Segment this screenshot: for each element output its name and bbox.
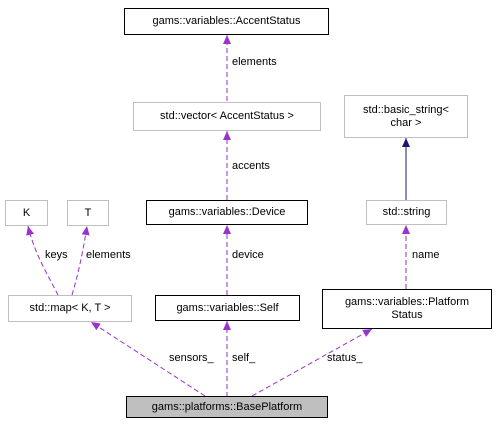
node-string-label: std::string [382,206,431,218]
node-base-platform-label: gams::platforms::BasePlatform [151,400,303,413]
node-platform-status-label-line1: gams::variables::Platform [344,296,470,308]
node-k-label: K [22,206,31,219]
edge-label-device: device [232,249,264,261]
node-basic-string[interactable]: std::basic_string< char > [344,95,468,138]
node-accent-status-label: gams::variables::AccentStatus [152,15,301,27]
edge-baseplatform-to-map [90,321,206,397]
node-base-platform[interactable]: gams::platforms::BasePlatform [126,396,328,418]
edge-label-self: self_ [232,352,256,364]
node-device[interactable]: gams::variables::Device [146,200,308,225]
node-platform-status-label-line2: Status [391,309,423,321]
node-accent-status[interactable]: gams::variables::AccentStatus [124,8,329,35]
node-platform-status[interactable]: gams::variables::Platform Status [322,289,492,329]
node-t-label: T [84,206,92,219]
edge-label-elements-top: elements [232,56,277,68]
node-basic-string-label-line1: std::basic_string< [363,103,449,116]
node-vector-label: std::vector< AccentStatus > [160,110,294,122]
node-self[interactable]: gams::variables::Self [155,295,300,321]
node-basic-string-label-line2: char > [390,116,422,129]
edge-label-keys: keys [45,249,68,261]
node-map[interactable]: std::map< K, T > [8,295,132,322]
edge-label-accents: accents [232,160,270,172]
node-t[interactable]: T [67,200,109,226]
edge-map-to-k [26,225,59,296]
node-device-label: gams::variables::Device [168,206,286,218]
node-map-label: std::map< K, T > [29,302,111,314]
edge-label-elements-t: elements [86,249,131,261]
node-k[interactable]: K [5,200,48,226]
node-self-label: gams::variables::Self [176,301,279,314]
edge-label-name: name [412,249,440,261]
node-string[interactable]: std::string [366,200,447,225]
edge-map-to-t [71,225,90,296]
edge-label-status: status_ [327,352,363,364]
edge-baseplatform-to-platformstatus [251,328,373,397]
edge-label-sensors: sensors_ [169,352,214,364]
node-vector[interactable]: std::vector< AccentStatus > [133,102,321,131]
